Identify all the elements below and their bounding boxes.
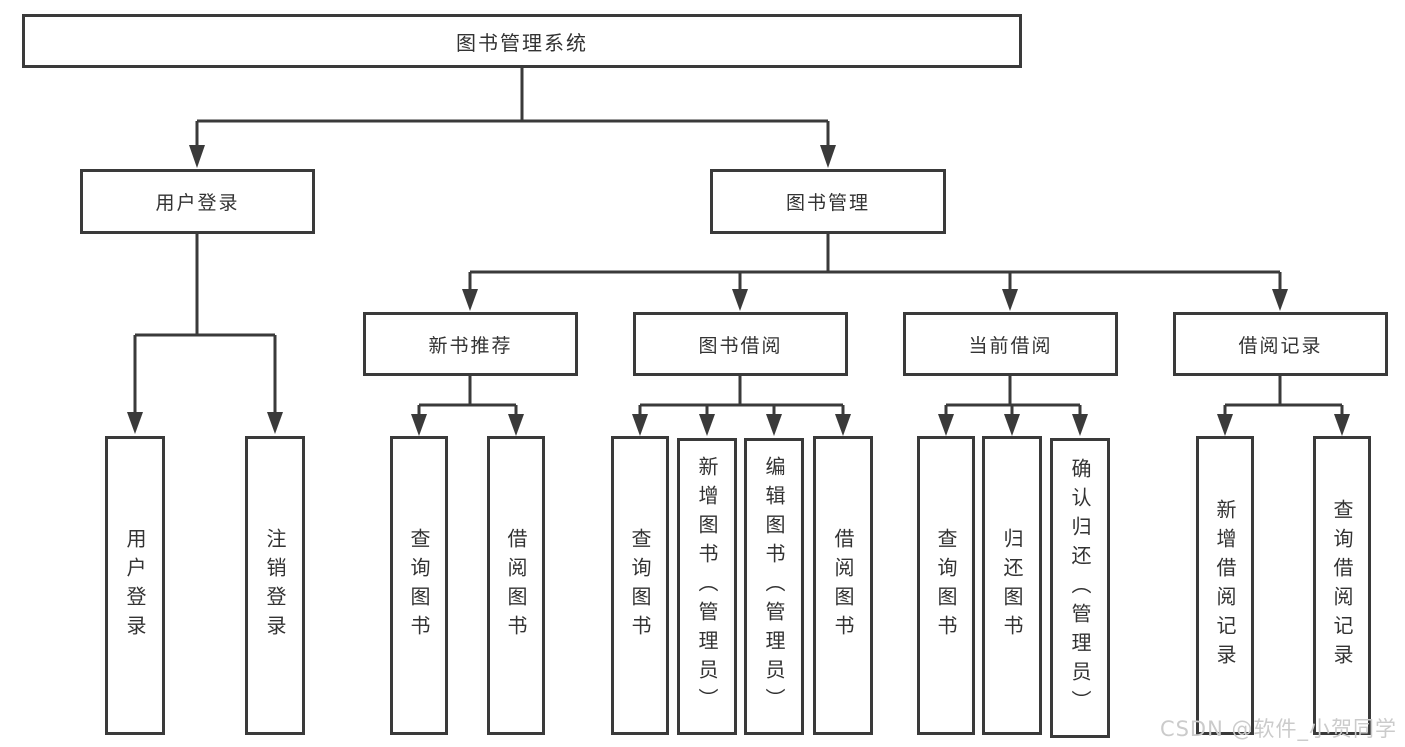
node-current-borrowing: 当前借阅 xyxy=(903,312,1118,376)
leaf-current-query-books: 查询图书 xyxy=(917,436,975,735)
node-label: 查询图书 xyxy=(628,527,652,644)
leaf-recommend-query-books: 查询图书 xyxy=(390,436,448,735)
node-label: 借阅记录 xyxy=(1238,334,1323,357)
leaf-logout: 注销登录 xyxy=(245,436,305,735)
node-label: 注销登录 xyxy=(263,527,287,644)
leaf-return-books: 归还图书 xyxy=(982,436,1042,735)
leaf-borrowing-borrow-books: 借阅图书 xyxy=(813,436,873,735)
node-library-management-system: 图书管理系统 xyxy=(22,14,1022,68)
leaf-add-books-admin: 新增图书（管理员） xyxy=(677,438,737,735)
leaf-edit-books-admin: 编辑图书（管理员） xyxy=(744,438,804,735)
connector-current-borrow-branch xyxy=(944,376,1082,414)
node-label: 查询图书 xyxy=(407,527,431,644)
node-label: 新增图书（管理员） xyxy=(695,456,719,717)
connector-new-book-branch xyxy=(417,376,518,414)
leaf-recommend-borrow-books: 借阅图书 xyxy=(487,436,545,735)
node-label: 确认归还（管理员） xyxy=(1068,457,1092,719)
node-label: 当前借阅 xyxy=(968,334,1053,357)
node-label: 编辑图书（管理员） xyxy=(762,456,786,717)
leaf-user-login: 用户登录 xyxy=(105,436,165,735)
node-label: 图书管理 xyxy=(785,192,870,214)
node-label: 图书管理系统 xyxy=(456,30,588,55)
node-label: 借阅图书 xyxy=(831,527,855,644)
leaf-confirm-return-admin: 确认归还（管理员） xyxy=(1050,438,1110,738)
leaf-add-borrow-record: 新增借阅记录 xyxy=(1196,436,1254,735)
node-label: 新增借阅记录 xyxy=(1213,498,1237,673)
connector-user-login-branch xyxy=(133,233,277,413)
node-label: 新书推荐 xyxy=(428,334,513,357)
node-label: 图书借阅 xyxy=(698,334,783,357)
node-book-management: 图书管理 xyxy=(710,169,946,234)
node-label: 查询借阅记录 xyxy=(1330,498,1354,673)
node-label: 用户登录 xyxy=(123,527,147,644)
connector-book-borrow-branch xyxy=(638,376,845,414)
node-label: 归还图书 xyxy=(1000,527,1024,644)
node-user-login-branch: 用户登录 xyxy=(80,169,315,234)
node-new-book-recommend: 新书推荐 xyxy=(363,312,578,376)
node-borrow-records: 借阅记录 xyxy=(1173,312,1388,376)
connector-borrow-records-branch xyxy=(1223,376,1344,414)
node-label: 查询图书 xyxy=(934,527,958,644)
csdn-watermark: CSDN @软件_小贺同学 xyxy=(1159,717,1397,741)
node-book-borrowing: 图书借阅 xyxy=(633,312,848,376)
leaf-borrowing-query-books: 查询图书 xyxy=(611,436,669,735)
connector-root-to-level2 xyxy=(195,68,830,146)
node-label: 借阅图书 xyxy=(504,527,528,644)
node-label: 用户登录 xyxy=(155,192,240,214)
leaf-query-borrow-record: 查询借阅记录 xyxy=(1313,436,1371,735)
connector-book-mgmt-branch xyxy=(468,233,1282,290)
arrowheads xyxy=(127,145,1350,436)
